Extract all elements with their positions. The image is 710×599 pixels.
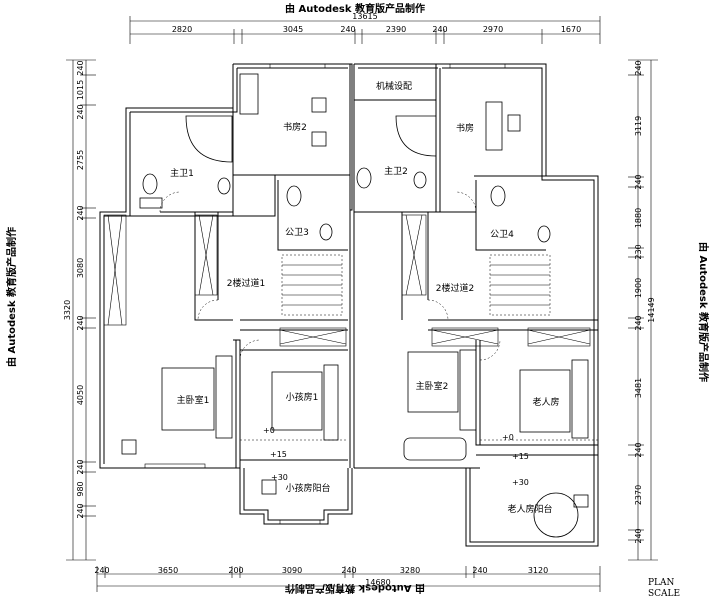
wall-child-balcony: [239, 468, 353, 525]
dim-left-10: 980: [76, 481, 85, 496]
wall-right-outer: [354, 63, 599, 547]
room-label-pubbath4: 公卫4: [490, 229, 514, 240]
room-label-elder: 老人房: [532, 396, 559, 408]
dim-right-5: 230: [634, 244, 643, 259]
window-corridor1: [194, 214, 218, 296]
room-label-child1: 小孩房1: [286, 391, 319, 403]
dim-top-1: 2820: [172, 25, 192, 34]
room-label-mech: 机械设配: [376, 80, 412, 92]
level-l30b: +30: [512, 478, 529, 487]
dim-top-2: 3045: [283, 25, 303, 34]
corner-tub-bath1: [185, 115, 233, 163]
watermark-top: 由 Autodesk 教育版产品制作: [284, 4, 425, 15]
bed-master1: [161, 367, 215, 431]
dim-left-7: 240: [76, 315, 85, 330]
dim-left-5: 240: [76, 205, 85, 220]
window-elder: [527, 327, 591, 347]
window-left-upper: [103, 214, 127, 326]
scale-label: SCALE: [648, 589, 681, 599]
dim-left-3: 240: [76, 104, 85, 119]
wall-left-outer: [99, 64, 240, 469]
dim-bottom-7: 240: [472, 566, 487, 575]
dim-top-7: 1670: [561, 25, 581, 34]
dimension-labels-vertical: 3320 240 1015 240 2755 240 3080 240 4050…: [63, 60, 656, 543]
dim-right-10: 2370: [634, 485, 643, 505]
dim-bottom-total: 14680: [365, 578, 390, 587]
room-label-study: 书房: [456, 122, 474, 134]
room-label-corridor2: 2楼过道2: [436, 282, 474, 294]
dim-top-6: 2970: [483, 25, 503, 34]
desk-study: [485, 101, 503, 151]
dim-right-total: 14149: [647, 297, 656, 322]
dim-right-11: 240: [634, 528, 643, 543]
toilet-pubbath4: [490, 185, 506, 207]
dim-left-6: 3080: [76, 258, 85, 278]
dim-right-3: 240: [634, 174, 643, 189]
dim-left-total: 3320: [63, 300, 72, 320]
toilet-pubbath3: [286, 185, 302, 207]
window-corridor2: [401, 214, 427, 296]
level-labels: +0 +15 +30 +0 +15 +30: [263, 426, 529, 487]
room-label-bath1: 主卫1: [170, 167, 194, 179]
dim-top-3: 240: [340, 25, 355, 34]
dim-top-5: 240: [432, 25, 447, 34]
dim-bottom-4: 3090: [282, 566, 302, 575]
dim-bottom-6: 3280: [400, 566, 420, 575]
plan-label: PLAN: [648, 578, 675, 588]
dim-right-6: 1900: [634, 278, 643, 298]
level-l0a: +0: [263, 426, 275, 435]
room-label-elderbalcony: 老人房阳台: [507, 503, 552, 515]
wall-study2: [233, 63, 353, 211]
dim-right-7: 240: [634, 315, 643, 330]
dim-bottom-8: 3120: [528, 566, 548, 575]
dim-left-2: 1015: [76, 80, 85, 100]
room-label-pubbath3: 公卫3: [285, 227, 309, 238]
room-labels: 书房2 机械设配 书房 主卫1 主卫2 公卫3 公卫4 2楼过道1 2楼过道2 …: [170, 80, 559, 515]
bed-child1: [271, 371, 323, 431]
room-label-study2: 书房2: [283, 121, 307, 133]
room-label-master2: 主卧室2: [416, 380, 449, 392]
dim-right-1: 240: [634, 60, 643, 75]
room-label-childbalcony: 小孩房阳台: [285, 482, 330, 494]
dim-right-8: 3481: [634, 378, 643, 398]
corner-tub-bath2: [395, 115, 437, 157]
bed-elder: [519, 369, 571, 433]
dim-bottom-5: 240: [341, 566, 356, 575]
window-child1: [279, 327, 347, 347]
dim-left-4: 2755: [76, 150, 85, 170]
room-label-bath2: 主卫2: [384, 165, 408, 177]
bed-master2: [407, 351, 459, 413]
desk-study2: [239, 73, 259, 115]
room-label-master1: 主卧室1: [177, 394, 210, 406]
level-l15b: +15: [512, 452, 529, 461]
dim-right-4: 1880: [634, 208, 643, 228]
dim-left-8: 4050: [76, 385, 85, 405]
dim-right-2: 3119: [634, 116, 643, 136]
toilet-bath2: [356, 167, 372, 189]
dim-bottom-1: 240: [94, 566, 109, 575]
dim-top-total: 13615: [352, 12, 377, 21]
dim-bottom-2: 3650: [158, 566, 178, 575]
dimension-labels: 13615 2820 3045 240 2390 240 2970 1670 2…: [94, 12, 581, 587]
level-l0b: +0: [502, 433, 514, 442]
level-l15a: +15: [270, 450, 287, 459]
level-l30a: +30: [271, 473, 288, 482]
dim-bottom-3: 200: [228, 566, 243, 575]
dim-left-9: 240: [76, 459, 85, 474]
window-master2: [431, 327, 499, 347]
dim-left-1: 240: [76, 60, 85, 75]
bathtub: [403, 437, 467, 461]
dim-left-11: 240: [76, 503, 85, 518]
round-table: [533, 492, 579, 538]
dim-top-4: 2390: [386, 25, 406, 34]
dim-right-9: 240: [634, 442, 643, 457]
room-label-corridor1: 2楼过道1: [227, 277, 265, 289]
toilet-bath1: [142, 173, 158, 195]
